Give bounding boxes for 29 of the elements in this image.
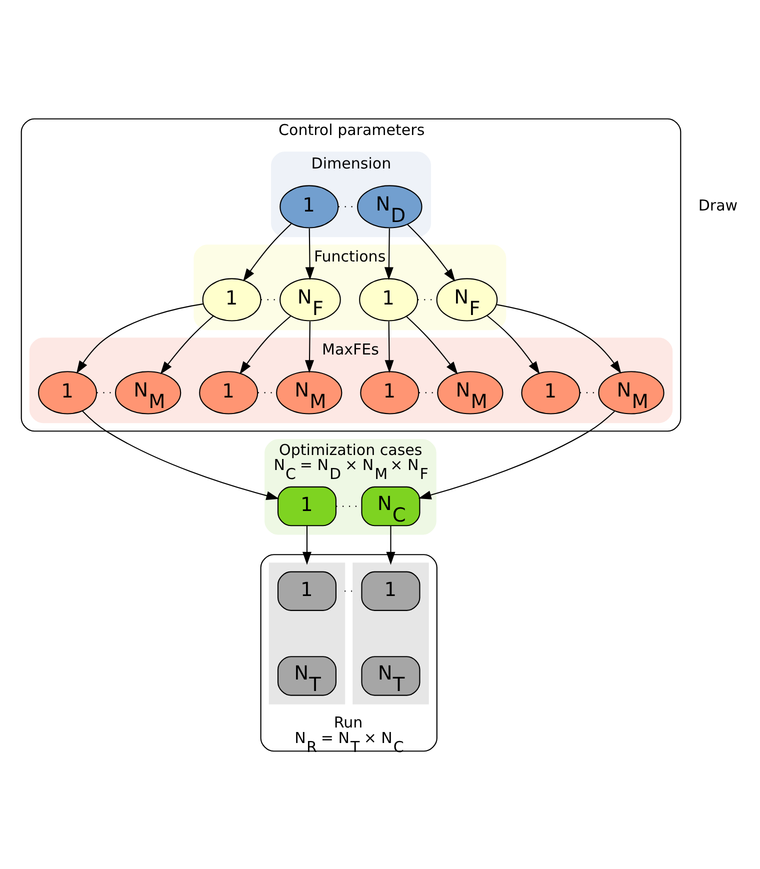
node-ellipse: 1 <box>199 370 258 414</box>
cluster <box>352 562 429 704</box>
node-ellipse: 1 <box>521 370 580 414</box>
arrow <box>304 320 314 373</box>
arrow <box>386 525 396 564</box>
arrow <box>82 410 280 500</box>
arrow <box>418 410 615 499</box>
label: Draw <box>698 196 738 214</box>
node-ellipse: 1 <box>38 370 98 414</box>
node-ellipse: 1 <box>360 370 420 414</box>
arrow <box>305 228 314 280</box>
arrow <box>160 315 214 374</box>
node-box: 1 <box>361 570 420 610</box>
node-ellipse: 1 <box>280 184 339 228</box>
arrow <box>76 302 204 374</box>
node-ellipse: 1 <box>202 278 262 321</box>
arrow <box>243 223 292 282</box>
arrow <box>486 314 540 374</box>
arrow <box>384 228 394 280</box>
node-ellipse: 1 <box>359 278 418 321</box>
node-box: 1 <box>277 486 337 526</box>
arrow <box>302 525 312 564</box>
node-box: 1 <box>277 570 337 610</box>
arrow <box>240 315 291 374</box>
arrow <box>384 320 394 373</box>
arrow <box>406 316 458 374</box>
cluster <box>268 562 346 704</box>
arrow <box>407 224 456 282</box>
arrow <box>496 304 622 374</box>
